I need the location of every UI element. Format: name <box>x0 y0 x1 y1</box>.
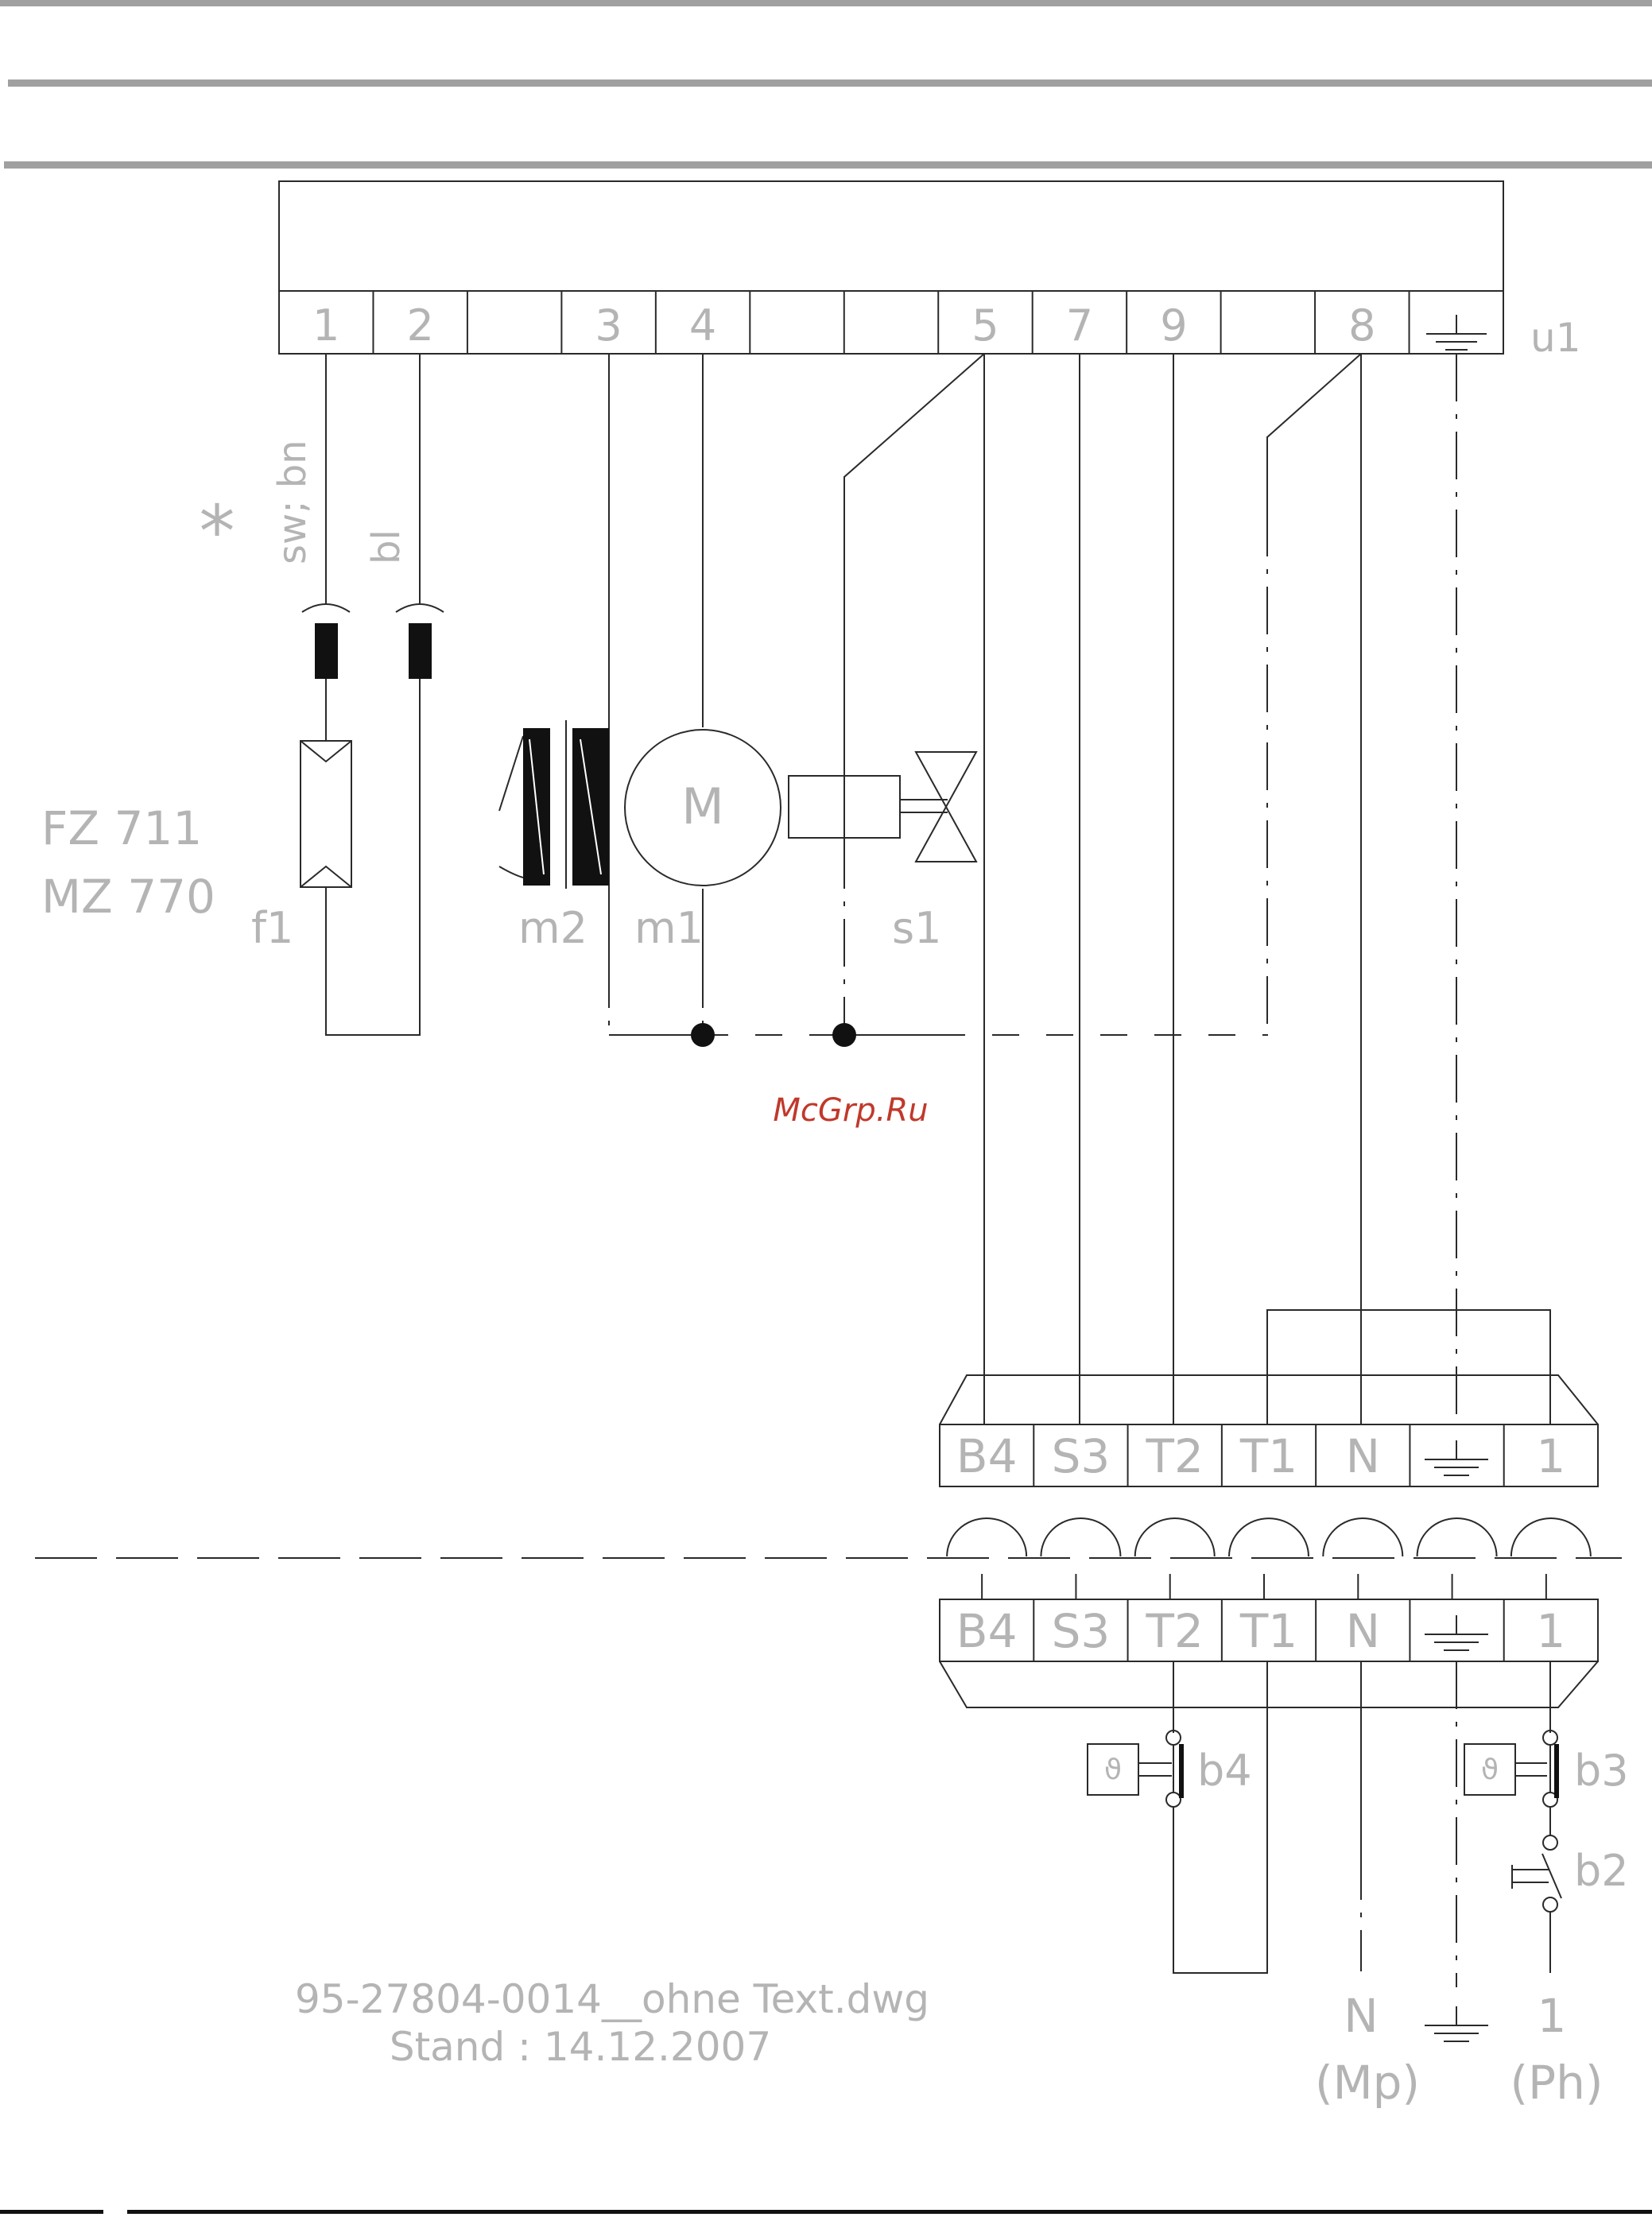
connector-upper: B4 S3 T2 T1 N 1 <box>940 1375 1598 1556</box>
connector-plug-1 <box>315 623 338 679</box>
solenoid-label: s1 <box>892 903 942 953</box>
motor-1-label: m1 <box>634 903 704 953</box>
output-neutral-sub: (Mp) <box>1315 2056 1420 2110</box>
output-phase: 1 <box>1538 1989 1567 2043</box>
upper-terminal-label: 1 <box>1536 1429 1565 1483</box>
contact-arc <box>1041 1518 1120 1556</box>
contact-arc <box>1511 1518 1591 1556</box>
thermostat-b3: ϑ b3 <box>1464 1744 1629 1798</box>
junction-dot <box>691 1023 715 1047</box>
switch-label: b2 <box>1574 1846 1629 1896</box>
top-terminal-label: 3 <box>595 300 622 351</box>
thermo-glyph: ϑ <box>1481 1754 1499 1786</box>
top-terminal-label: 5 <box>971 300 999 351</box>
model-label-1: FZ 711 <box>41 801 202 855</box>
top-terminal-label: 7 <box>1066 300 1093 351</box>
contact-arc <box>947 1518 1026 1556</box>
junction-dot <box>832 1023 856 1047</box>
thermostat-2-label: b3 <box>1574 1746 1629 1796</box>
footer-file: 95-27804-0014__ohne Text.dwg <box>295 1976 929 2022</box>
top-terminal-label: 1 <box>312 300 339 351</box>
star-mark: * <box>200 490 235 574</box>
earth-icon <box>1425 1615 1488 1650</box>
output-neutral: N <box>1344 1989 1378 2043</box>
upper-terminal-label: N <box>1346 1429 1380 1483</box>
output-phase-sub: (Ph) <box>1510 2056 1604 2110</box>
watermark: McGrp.Ru <box>773 1092 928 1129</box>
top-terminal-label: 4 <box>689 300 716 351</box>
motor-m1: M <box>625 730 781 886</box>
lower-terminal-label: S3 <box>1052 1604 1111 1658</box>
wire-color-label-1: sw; bn <box>270 440 315 564</box>
lower-terminal-label: T1 <box>1239 1604 1297 1658</box>
earth-icon <box>1425 1440 1488 1475</box>
contact-arc <box>1229 1518 1309 1556</box>
contact-arc <box>1135 1518 1215 1556</box>
header-rules <box>0 0 1652 169</box>
top-terminal-label: 9 <box>1160 300 1187 351</box>
thermostat-1-label: b4 <box>1197 1746 1252 1796</box>
switch-b2: b2 <box>1512 1846 1629 1896</box>
connector-plug-2 <box>409 623 432 679</box>
earth-icon <box>1426 315 1487 350</box>
unit-label: u1 <box>1530 315 1581 361</box>
lower-terminal-label: N <box>1346 1604 1380 1658</box>
transformer-m2 <box>499 720 609 889</box>
top-terminal-label: 2 <box>407 300 434 351</box>
lower-terminal-label: B4 <box>956 1604 1018 1658</box>
motor-letter: M <box>681 777 724 835</box>
component-labels: sw; bn bl * FZ 711 MZ 770 f1 m2 m1 s1 <box>41 440 942 953</box>
wire-color-label-2: bl <box>364 529 409 564</box>
terminal-block-u1: 1 2 3 4 5 7 9 8 u1 <box>279 181 1581 361</box>
thermo-glyph: ϑ <box>1104 1754 1122 1786</box>
thermostat-b4: ϑ b4 <box>1088 1744 1252 1798</box>
lower-wiring <box>1166 1661 1561 2041</box>
earth-icon <box>1425 2006 1488 2041</box>
connector-lower: B4 S3 T2 T1 N 1 <box>940 1574 1598 1707</box>
upper-terminal-label: T2 <box>1146 1429 1204 1483</box>
fuse-symbol <box>301 741 351 887</box>
solenoid-valve-s1 <box>789 752 976 862</box>
fuse-label: f1 <box>251 903 293 953</box>
motor-2-label: m2 <box>518 903 588 953</box>
lower-terminal-label: 1 <box>1536 1604 1565 1658</box>
upper-terminal-label: B4 <box>956 1429 1018 1483</box>
footer-rule-short <box>0 2210 103 2214</box>
output-labels: N (Mp) 1 (Ph) <box>1315 1989 1604 2110</box>
lower-terminal-label: T2 <box>1146 1604 1204 1658</box>
footer-date: Stand : 14.12.2007 <box>390 2024 771 2070</box>
contact-arc <box>1417 1518 1497 1556</box>
footer-rule-long <box>127 2210 1652 2214</box>
top-terminal-label: 8 <box>1348 300 1375 351</box>
model-label-2: MZ 770 <box>41 870 215 924</box>
upper-terminal-label: S3 <box>1052 1429 1111 1483</box>
upper-terminal-label: T1 <box>1239 1429 1297 1483</box>
wiring <box>301 354 1550 1424</box>
contact-arc <box>1323 1518 1402 1556</box>
